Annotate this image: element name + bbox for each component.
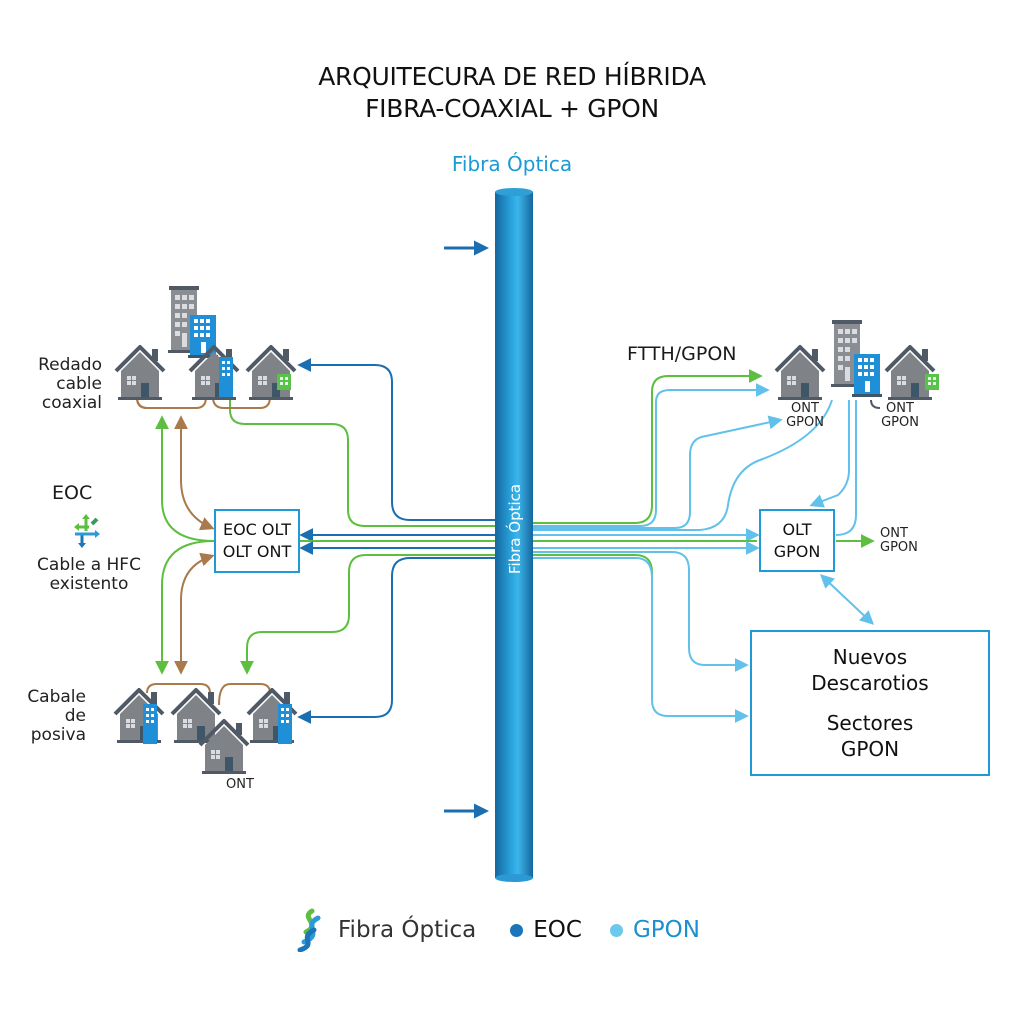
passive-label-line: posiva (30, 725, 86, 745)
coax-bracket-bottom-a (146, 683, 211, 694)
ont-device-icon (277, 374, 291, 390)
gpon-link-tower-olt (809, 400, 850, 508)
ont-gpon-label-1: ONT GPON (784, 402, 826, 430)
new-developments-box: Nuevos Descarotios Sectores GPON (750, 630, 990, 776)
ont-gpon-line: GPON (880, 540, 918, 555)
ont-gpon-label-3: ONT GPON (880, 527, 918, 555)
hfc-label-line: existento (49, 574, 129, 594)
legend-gpon-label: GPON (632, 917, 700, 943)
ont-device-icon (925, 374, 939, 390)
olt-gpon-box: OLT GPON (759, 509, 835, 572)
eoc-cross-arrows-icon (74, 514, 100, 548)
blue-building-icon (219, 357, 233, 397)
nuevos-box-line: Descarotios (811, 671, 929, 695)
passive-cable-label: Cabale de posiva (14, 688, 86, 745)
ont-label-bottom: ONT (226, 777, 254, 792)
ont-gpon-line: GPON (786, 415, 824, 430)
blue-building-icon (278, 704, 292, 744)
coax-label-line: cable (56, 374, 102, 394)
ont-gpon-line: ONT (791, 401, 819, 416)
legend-fiber-label: Fibra Óptica (338, 917, 477, 943)
coax-bracket-top-b (212, 396, 271, 409)
passive-cluster-bottom (113, 688, 298, 776)
coax-bracket-top-a (136, 396, 207, 409)
legend: Fibra Óptica EOC GPON (292, 905, 700, 955)
ont-gpon-line: GPON (881, 415, 919, 430)
eoc-label: EOC (52, 482, 93, 504)
gpon-link-ftth-1 (530, 383, 770, 527)
ont-blue-bld-link (870, 399, 881, 409)
eoc-dot-icon (510, 923, 524, 937)
fiber-backbone-pipe (495, 188, 533, 882)
gpon-link-nuevos-2 (530, 557, 749, 723)
nuevos-box-line: Nuevos (832, 645, 908, 669)
ftth-cluster (774, 320, 939, 402)
green-up-link (155, 415, 215, 542)
olt-box-line: OLT (782, 519, 812, 539)
green-down-link (155, 540, 215, 675)
ont-gpon-label-2: ONT GPON (878, 402, 922, 430)
eoc-link-top-house (297, 358, 495, 521)
gpon-link-tower (530, 399, 833, 531)
house-icon (774, 345, 826, 402)
diagram-title-line1: ARQUITECURA DE RED HÍBRIDA (318, 62, 706, 91)
nuevos-box-line: Sectores (826, 711, 914, 735)
backbone-top-label: Fibra Óptica (451, 152, 573, 176)
eoc-box-line: OLT ONT (222, 542, 292, 561)
coax-down-link (174, 552, 215, 675)
green-link-bottom-2 (240, 554, 495, 675)
legend-eoc-label: EOC (533, 917, 582, 943)
coax-label-line: Redado (38, 355, 102, 375)
house-icon (884, 345, 936, 402)
ont-gpon-line: ONT (886, 401, 914, 416)
gpon-olt-nuevos (819, 574, 875, 625)
blue-building-icon (852, 354, 882, 397)
house-icon (114, 345, 166, 402)
fiber-wave-icon (297, 908, 321, 952)
coax-network-label: Redado cable coaxial (20, 356, 102, 413)
hfc-label-line: Cable a HFC (37, 555, 141, 575)
blue-building-icon (143, 704, 157, 744)
green-link-top (229, 400, 495, 527)
eoc-box-line: EOC OLT (222, 520, 292, 539)
coax-bracket-bottom-b (218, 683, 271, 706)
gpon-link-ftth-2 (530, 415, 783, 529)
passive-label-line: Cabale de (27, 687, 86, 726)
gpon-link-nuevos-1 (530, 551, 749, 672)
hfc-existing-label: Cable a HFC existento (34, 556, 144, 594)
ont-gpon-line: ONT (880, 526, 908, 541)
coax-up-link (174, 415, 215, 531)
nuevos-box-line: GPON (840, 737, 900, 761)
coax-cluster-top (114, 286, 297, 402)
eoc-link-bottom-house (297, 557, 495, 724)
gpon-dot-icon (609, 923, 623, 937)
eoc-olt-box: EOC OLT OLT ONT (214, 509, 300, 573)
green-link-ftth (530, 369, 763, 524)
backbone-vertical-label: Fibra Óptica (506, 483, 524, 575)
house-icon (170, 688, 222, 745)
house-icon (245, 345, 297, 402)
coax-label-line: coaxial (41, 393, 102, 413)
diagram-title-line2: FIBRA-COAXIAL + GPON (365, 94, 659, 123)
blue-building-icon (188, 315, 218, 358)
ftth-gpon-label: FTTH/GPON (627, 343, 737, 365)
olt-box-line: GPON (773, 541, 821, 561)
gpon-link-olt-return (835, 400, 857, 536)
